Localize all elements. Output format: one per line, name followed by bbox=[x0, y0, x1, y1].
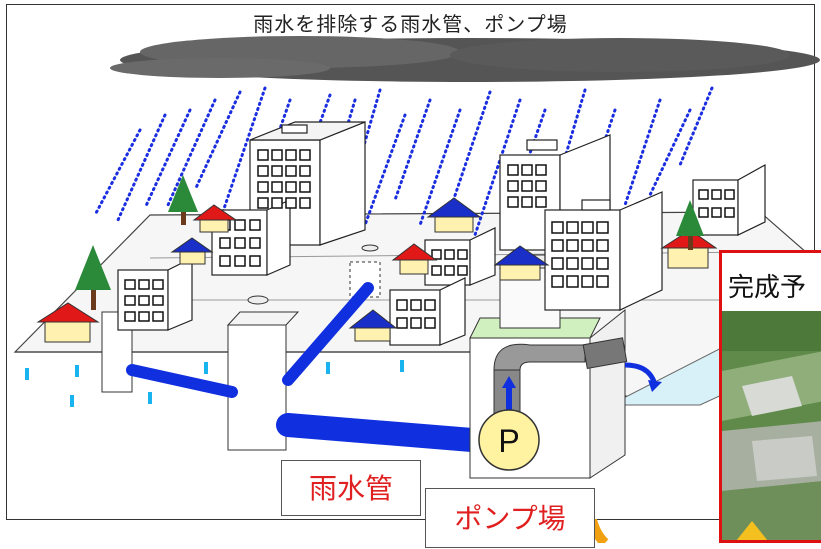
building-windows bbox=[124, 149, 735, 329]
rain-pipe-label: 雨水管 bbox=[281, 460, 421, 516]
rain-pipes bbox=[126, 282, 484, 452]
completion-photo-panel: 完成予 bbox=[719, 250, 821, 543]
pump-station bbox=[469, 254, 662, 479]
rain-drops bbox=[25, 360, 404, 407]
aerial-photo bbox=[722, 311, 821, 540]
pump-symbol: P bbox=[498, 423, 519, 459]
trees bbox=[75, 175, 704, 310]
rain-pipe-label-text: 雨水管 bbox=[308, 472, 393, 505]
diagram-title: 雨水を排除する雨水管、ポンプ場 bbox=[253, 12, 568, 36]
pump-station-label: ポンプ場 bbox=[425, 488, 595, 548]
completion-caption: 完成予 bbox=[722, 253, 821, 309]
houses bbox=[36, 197, 718, 343]
rain-cloud bbox=[110, 36, 820, 82]
pump-station-label-text: ポンプ場 bbox=[454, 502, 566, 535]
